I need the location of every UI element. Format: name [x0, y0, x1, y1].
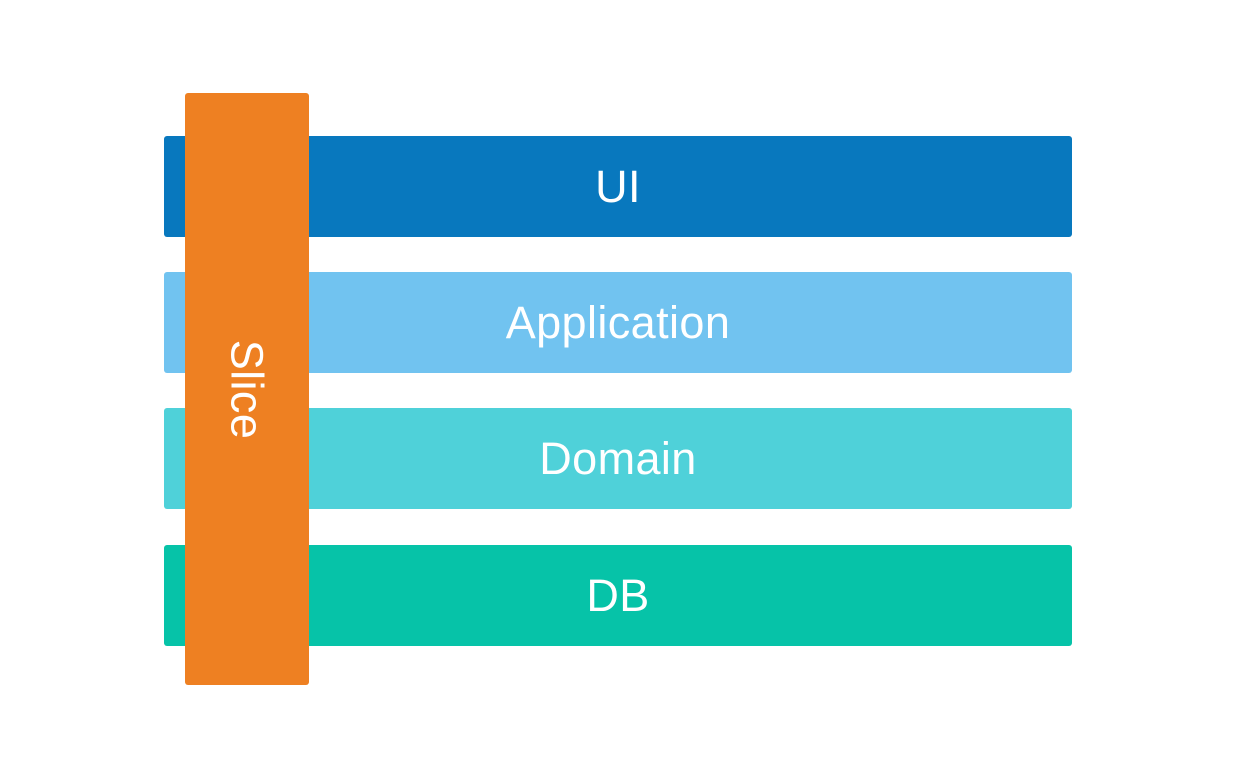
layer-label-domain: Domain — [539, 433, 697, 484]
slice-label: Slice — [221, 339, 273, 439]
layer-bar-db: DB — [164, 545, 1072, 646]
layer-bar-ui: UI — [164, 136, 1072, 237]
layer-label-ui: UI — [595, 161, 641, 212]
layer-label-application: Application — [505, 297, 731, 348]
layer-bar-application: Application — [164, 272, 1072, 373]
layer-bar-domain: Domain — [164, 408, 1072, 509]
slice-bar: Slice — [185, 93, 309, 685]
layer-label-db: DB — [586, 570, 650, 621]
